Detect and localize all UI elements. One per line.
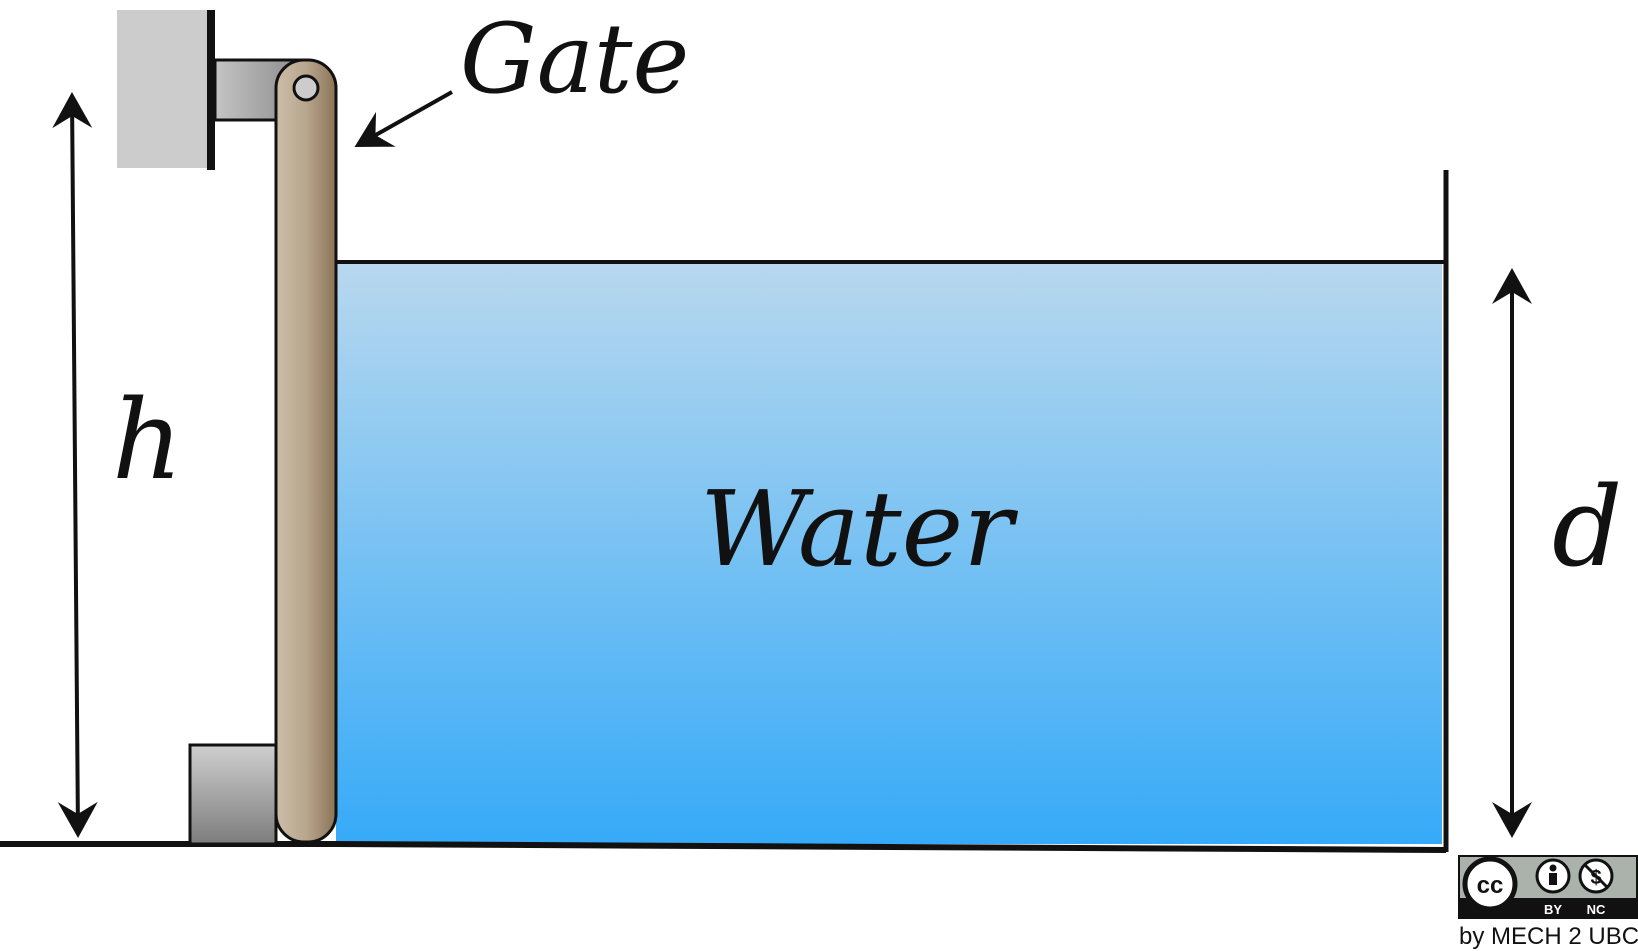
water-label: Water [700, 468, 1018, 590]
cc-license-badge: cc $ BY NC [1458, 855, 1638, 919]
water-body [336, 262, 1442, 844]
attribution-person-body [1549, 873, 1557, 885]
stop-block [188, 743, 278, 846]
gate-pointer-arrow [354, 90, 453, 147]
ground-line [0, 841, 1447, 853]
credit-text: by MECH 2 UBC [1459, 923, 1638, 950]
cc-logo-icon [1462, 856, 1518, 912]
license-by-label: BY [1544, 902, 1562, 917]
license-nc-label: NC [1587, 902, 1606, 917]
gate [274, 58, 338, 844]
hinge-pin [292, 74, 320, 102]
d-label: d [1552, 463, 1622, 591]
h-label: h [112, 376, 183, 504]
noncommercial-slash [1582, 862, 1610, 890]
attribution-person-head [1549, 864, 1557, 872]
mount-block [117, 10, 209, 168]
h-dimension-arrow [52, 92, 98, 838]
cc-logo-text: cc [1477, 872, 1504, 899]
gate-label: Gate [460, 3, 689, 115]
